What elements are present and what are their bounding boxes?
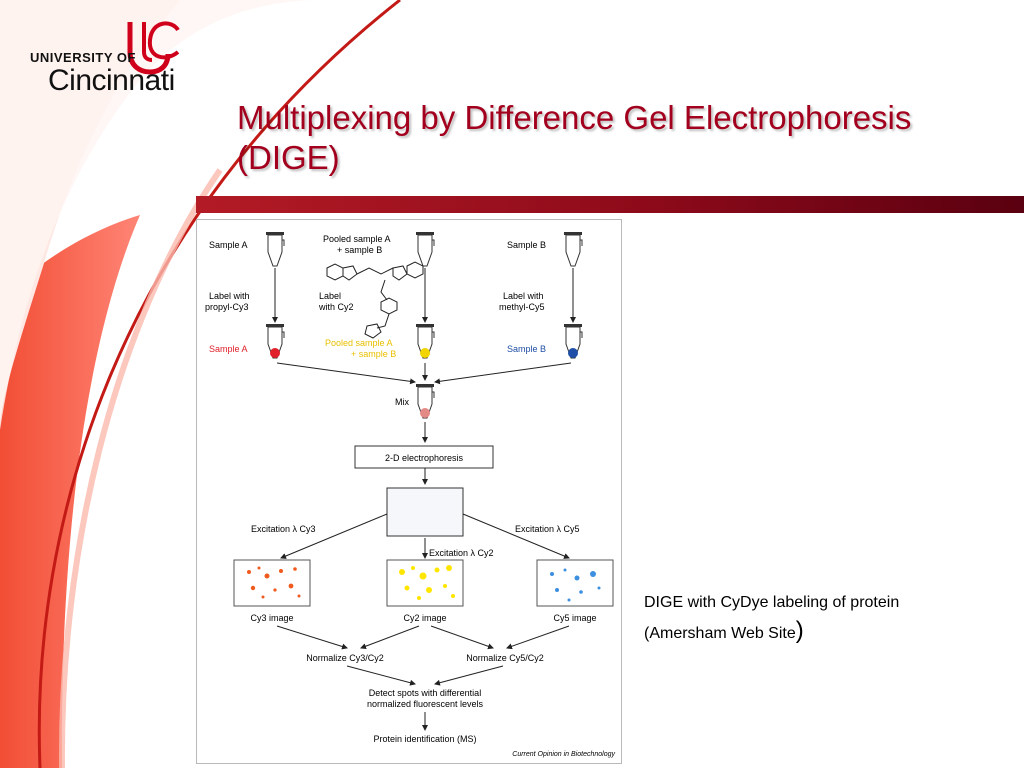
cy3-image-box <box>233 559 311 607</box>
label-excitation-cy3: Excitation λ Cy3 <box>251 524 316 534</box>
cy2-structure-icon <box>326 261 424 339</box>
label-sample-b: Sample B <box>507 240 546 250</box>
title-accent-bar <box>196 196 1024 213</box>
dige-workflow-diagram: Sample A Pooled sample A + sample B Samp… <box>196 219 622 764</box>
label-mix: Mix <box>395 397 409 407</box>
label-cy5-image: Cy5 image <box>553 613 596 623</box>
label-pooled-1: Pooled sample A <box>323 234 391 244</box>
source-credit: Current Opinion in Biotechnology <box>512 751 615 758</box>
cy5-spots <box>550 568 601 602</box>
label-cy2-image: Cy2 image <box>403 613 446 623</box>
label-cy5-2: methyl-Cy5 <box>499 302 545 312</box>
label-labeled-pooled-1: Pooled sample A <box>325 338 393 348</box>
label-excitation-cy2: Excitation λ Cy2 <box>429 548 494 558</box>
logo-cincinnati: Cincinnati <box>48 64 175 97</box>
label-labeled-b: Sample B <box>507 344 546 354</box>
university-logo: UNIVERSITY OF Cincinnati <box>28 18 198 98</box>
caption-line-2: (Amersham Web Site) <box>644 617 1004 648</box>
label-cy3-2: propyl-Cy3 <box>205 302 249 312</box>
uc-mark-icon <box>127 21 180 75</box>
label-normalize-cy5: Normalize Cy5/Cy2 <box>466 653 544 663</box>
label-detect-2: normalized fluorescent levels <box>367 699 484 709</box>
title-line-2: (DIGE) <box>237 139 340 176</box>
label-pooled-2: + sample B <box>337 245 382 255</box>
tube-pooled <box>415 231 435 267</box>
label-cy3-1: Label with <box>209 291 250 301</box>
electrophoresis-box <box>354 445 494 469</box>
label-cy3-image: Cy3 image <box>250 613 293 623</box>
label-excitation-cy5: Excitation λ Cy5 <box>515 524 580 534</box>
cy3-spots <box>247 566 301 599</box>
label-sample-a: Sample A <box>209 240 248 250</box>
gel-image-box <box>386 487 464 537</box>
label-cy5-1: Label with <box>503 291 544 301</box>
label-normalize-cy3: Normalize Cy3/Cy2 <box>306 653 384 663</box>
label-electrophoresis: 2-D electrophoresis <box>385 453 464 463</box>
title-line-1: Multiplexing by Difference Gel Electroph… <box>237 99 912 136</box>
label-cy2-1: Label <box>319 291 341 301</box>
cy5-image-box <box>536 559 614 607</box>
label-cy2-2: with Cy2 <box>318 302 354 312</box>
label-protein-id: Protein identification (MS) <box>373 734 476 744</box>
label-labeled-a: Sample A <box>209 344 248 354</box>
label-detect-1: Detect spots with differential <box>369 688 481 698</box>
figure-caption: DIGE with CyDye labeling of protein (Ame… <box>644 589 1004 648</box>
tube-sample-a <box>265 231 285 267</box>
tube-sample-b <box>563 231 583 267</box>
logo-university-of: UNIVERSITY OF <box>30 50 136 65</box>
caption-line-2-text: (Amersham Web Site <box>644 625 796 642</box>
slide-title: Multiplexing by Difference Gel Electroph… <box>237 98 997 178</box>
caption-paren: ) <box>795 617 804 644</box>
caption-line-1: DIGE with CyDye labeling of protein <box>644 594 900 611</box>
cy2-spots <box>399 565 455 600</box>
label-labeled-pooled-2: + sample B <box>351 349 396 359</box>
